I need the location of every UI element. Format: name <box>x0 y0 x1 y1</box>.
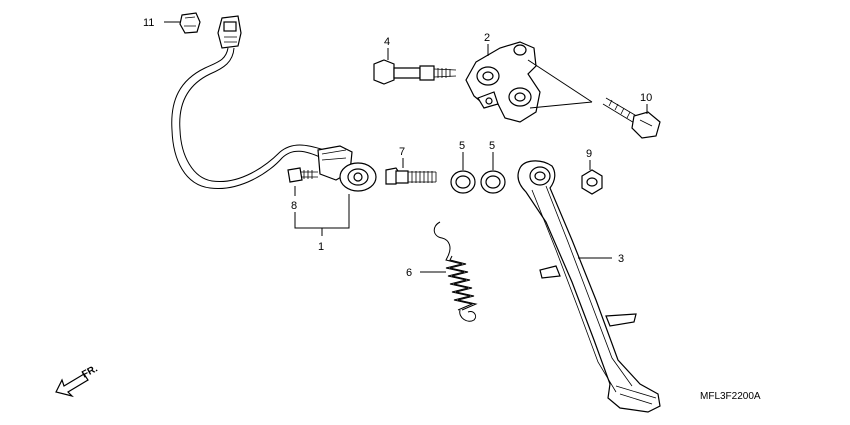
nut-part-9 <box>581 169 603 195</box>
callout-8: 8 <box>291 200 297 212</box>
bracket-part-2 <box>465 41 541 123</box>
bolt-part-10 <box>602 97 661 139</box>
callout-11: 11 <box>143 17 154 29</box>
front-direction-arrow: FR. <box>55 363 100 398</box>
callout-5a: 5 <box>459 140 465 152</box>
fr-label: FR. <box>80 363 100 380</box>
washer-part-5a <box>450 170 476 194</box>
callout-7: 7 <box>399 146 405 158</box>
callout-1: 1 <box>318 241 324 253</box>
diagram-code: MFL3F2200A <box>700 391 761 402</box>
callout-2: 2 <box>484 32 490 44</box>
callout-6: 6 <box>406 267 412 279</box>
callout-4: 4 <box>384 36 390 48</box>
callout-9: 9 <box>586 148 592 160</box>
bolt-part-4 <box>373 59 457 85</box>
callout-10: 10 <box>640 92 652 104</box>
side-stand-part-3 <box>517 160 661 413</box>
pivot-bolt-part-7 <box>385 167 437 185</box>
clip-part-11 <box>179 12 201 34</box>
spring-part-6 <box>433 221 478 322</box>
washer-part-5b <box>480 170 506 194</box>
callout-3: 3 <box>618 253 624 265</box>
callout-5b: 5 <box>489 140 495 152</box>
side-stand-switch-part-1 <box>171 15 377 192</box>
